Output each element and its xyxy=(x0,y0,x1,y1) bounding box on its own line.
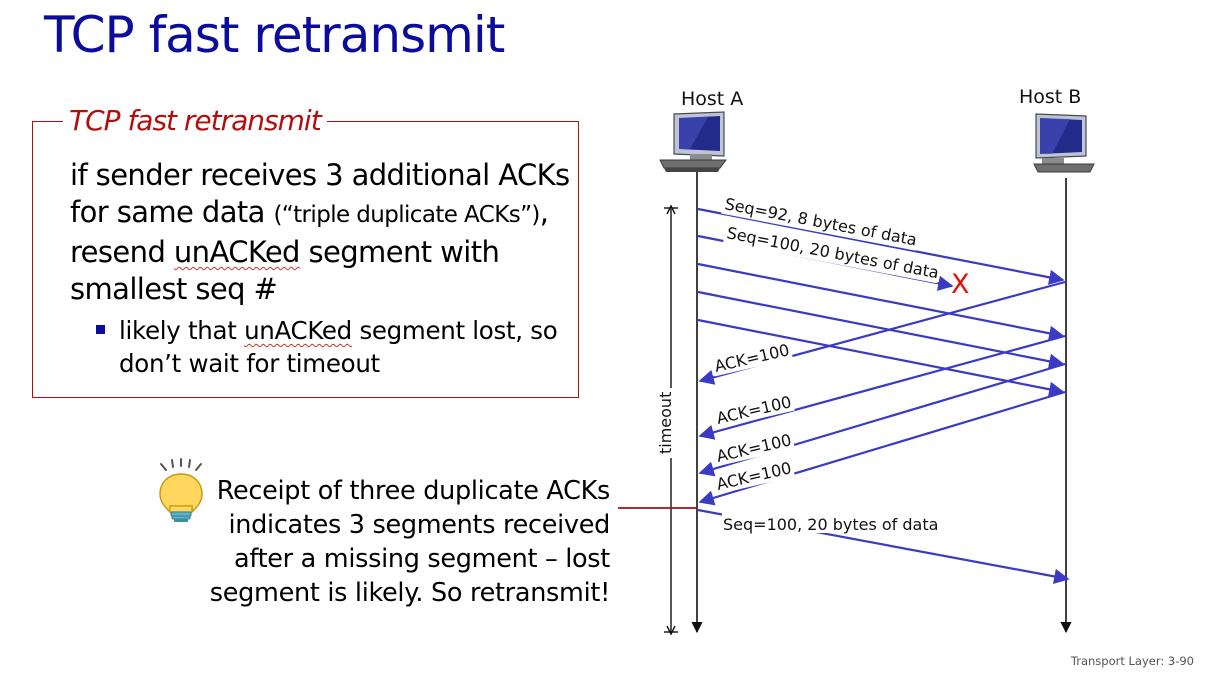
timeout-label: timeout xyxy=(656,392,675,454)
retransmit-label: Seq=100, 20 bytes of data xyxy=(723,515,938,534)
bullet-part-b: segment lost, so don’t wait for timeout xyxy=(119,316,558,378)
ack-1-label-group: ACK=100 xyxy=(710,340,793,377)
computer-icon xyxy=(659,111,727,172)
definition-box-heading: TCP fast retransmit xyxy=(63,104,327,137)
definition-p3: segment with smallest seq # xyxy=(70,235,500,306)
lightbulb-icon xyxy=(159,458,203,522)
segment-4-arrow xyxy=(697,290,1065,369)
timeout-bracket: timeout xyxy=(652,204,682,636)
footer-page-number: Transport Layer: 3-90 xyxy=(1070,654,1194,668)
ack-2-label: ACK=100 xyxy=(715,392,794,428)
loss-x-mark: X xyxy=(951,269,970,300)
seq-92-arrow xyxy=(697,207,1065,285)
host-a-label: Host A xyxy=(681,88,743,110)
ack-2-arrow xyxy=(698,334,1066,440)
definition-text: if sender receives 3 additional ACKs for… xyxy=(70,157,570,308)
definition-p2: , resend xyxy=(70,195,549,269)
bullet-part-a: likely that xyxy=(119,316,237,345)
receipt-note: Receipt of three duplicate ACKs indicate… xyxy=(209,476,611,608)
bullet-text: likely that unACKed segment lost, so don… xyxy=(119,314,569,380)
computer-icon xyxy=(1033,113,1095,173)
segment-5-arrow xyxy=(697,318,1065,397)
definition-p1: if sender receives 3 additional ACKs for… xyxy=(70,158,570,229)
bullet-unacked: unACKed xyxy=(244,316,352,345)
retransmit-label-group: Seq=100, 20 bytes of data xyxy=(722,512,944,534)
definition-p1-small: (“triple duplicate ACKs”) xyxy=(273,202,540,228)
host-b-label: Host B xyxy=(1019,86,1081,108)
definition-unacked: unACKed xyxy=(173,235,301,269)
segment-3-arrow xyxy=(697,262,1065,341)
ack-2-label-group: ACK=100 xyxy=(712,392,795,429)
bullet-square-icon xyxy=(96,325,105,334)
ack-1-label: ACK=100 xyxy=(713,340,792,376)
page-title: TCP fast retransmit xyxy=(44,6,505,64)
